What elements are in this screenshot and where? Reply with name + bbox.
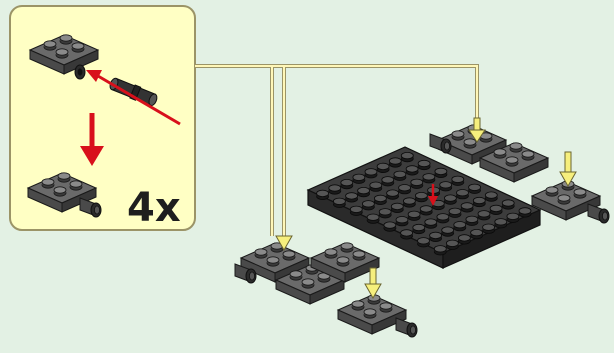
black-plate-stud xyxy=(465,215,479,226)
black-plate-stud xyxy=(340,178,354,190)
black-plate-stud xyxy=(472,196,486,208)
plate-2x2-with-pin-hole-icon xyxy=(30,35,98,80)
insert-arrow-icon xyxy=(86,70,181,126)
black-plate-stud xyxy=(506,212,520,223)
black-plate-stud xyxy=(410,178,424,189)
black-plate-stud xyxy=(468,183,482,194)
black-plate-stud xyxy=(366,213,380,224)
black-plate-stud xyxy=(400,229,414,240)
leader-lines xyxy=(195,64,479,236)
black-plate-stud xyxy=(433,245,447,256)
black-plate-stud xyxy=(405,165,419,176)
black-plate-stud xyxy=(357,186,371,198)
black-plate-stud xyxy=(400,151,414,163)
black-plate-stud xyxy=(388,157,402,168)
black-plate-stud xyxy=(457,234,471,245)
black-plate-stud xyxy=(345,192,359,203)
black-plate-stud xyxy=(453,221,467,232)
black-plate-stud xyxy=(349,205,363,216)
black-plate-stud xyxy=(364,168,378,179)
black-plate-stud xyxy=(439,181,453,192)
black-plate-stud xyxy=(429,231,443,243)
black-plate-stud xyxy=(381,176,395,187)
black-plate-stud xyxy=(376,162,390,174)
black-plate-stud xyxy=(489,204,503,216)
black-plate-stud xyxy=(451,175,465,186)
black-plate-stud xyxy=(419,205,433,216)
black-plate-stud xyxy=(332,197,346,208)
black-plate-stud xyxy=(395,216,409,227)
yellow-down-arrow-icon xyxy=(468,117,486,143)
black-plate-stud xyxy=(436,213,450,224)
black-plate-stud xyxy=(482,223,496,234)
plate-2x2-front-right xyxy=(338,295,418,338)
black-plate-stud xyxy=(443,194,457,205)
black-plate-stud xyxy=(316,189,330,201)
yellow-down-arrow-icon xyxy=(275,235,293,252)
black-plate-stud xyxy=(448,207,462,218)
black-plate-stud xyxy=(386,189,400,200)
yellow-down-arrow-icon xyxy=(364,267,382,300)
black-plate-stud xyxy=(417,237,430,248)
black-plate-stud xyxy=(393,170,407,181)
black-plate-stud xyxy=(501,199,515,210)
quantity-multiplier-label: 4x xyxy=(127,185,181,231)
black-plate-stud xyxy=(369,181,383,192)
result-down-arrow-icon xyxy=(80,113,104,166)
black-plate-stud xyxy=(373,194,387,206)
black-plate-stud xyxy=(441,226,455,237)
black-plate-stud xyxy=(352,173,366,184)
black-plate-stud xyxy=(417,159,431,171)
black-plate-stud xyxy=(414,191,428,203)
black-plate-stud xyxy=(494,218,508,229)
plate-2x2-back-right xyxy=(532,181,610,224)
black-plate-stud xyxy=(434,167,448,179)
black-plate-stud xyxy=(402,197,416,208)
red-down-arrow-icon xyxy=(428,184,438,206)
black-plate-stud xyxy=(484,191,498,202)
black-plate-stud xyxy=(378,208,392,219)
black-plate-stud xyxy=(390,202,404,214)
black-plate-stud xyxy=(422,173,436,184)
black-plate-stud xyxy=(518,207,532,218)
black-plate-stud xyxy=(456,189,469,200)
black-plate-stud xyxy=(328,184,342,195)
black-plate-stud xyxy=(445,239,459,250)
black-plate-stud xyxy=(477,210,491,221)
black-plate-stud xyxy=(361,200,375,211)
black-plate-stud xyxy=(383,221,397,232)
black-plate-stud xyxy=(460,202,474,213)
black-plate-stud xyxy=(407,210,421,221)
black-plate-stud xyxy=(470,228,484,240)
black-plate-stud xyxy=(424,218,438,229)
black-plate-stud xyxy=(398,184,412,195)
placement-arrows xyxy=(275,117,577,300)
black-plate-stud xyxy=(412,223,426,235)
yellow-down-arrow-icon xyxy=(559,151,577,188)
